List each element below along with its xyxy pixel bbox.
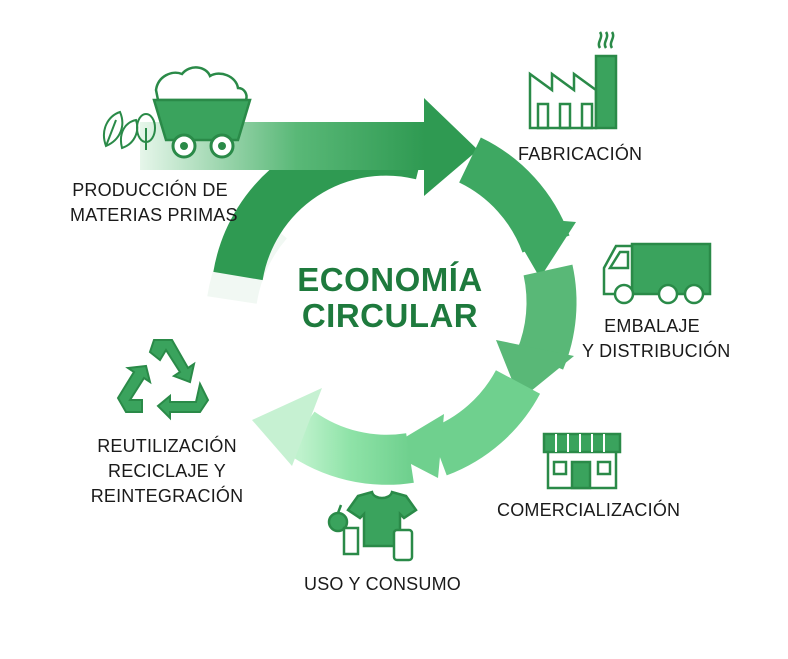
label-comercializacion-line-1: COMERCIALIZACIÓN: [497, 500, 681, 520]
arrowhead-embalaje: [504, 216, 576, 278]
recycle-icon: [116, 339, 210, 421]
label-fabricacion-line-1: FABRICACIÓN: [518, 144, 643, 164]
label-produccion-line-2: MATERIAS PRIMAS: [70, 205, 238, 225]
title-line-1: ECONOMÍA: [297, 261, 483, 298]
label-comercializacion: COMERCIALIZACIÓN: [497, 498, 680, 523]
label-reutilizacion: REUTILIZACIÓN RECICLAJE Y REINTEGRACIÓN: [82, 434, 252, 509]
label-embalaje: EMBALAJE Y DISTRIBUCIÓN: [582, 314, 731, 364]
diagram-title: ECONOMÍA CIRCULAR: [270, 262, 510, 334]
store-icon: [542, 432, 622, 490]
arrowhead-reutilizacion: [252, 388, 322, 466]
label-embalaje-line-2: Y DISTRIBUCIÓN: [582, 341, 731, 361]
arc-embalaje: [516, 264, 577, 370]
label-produccion: PRODUCCIÓN DE MATERIAS PRIMAS: [70, 178, 238, 228]
arc-comercializacion: [428, 369, 541, 476]
consumer-goods-icon: [327, 490, 418, 562]
truck-icon: [602, 242, 712, 305]
arc-uso: [285, 411, 414, 485]
label-uso: USO Y CONSUMO: [304, 572, 461, 597]
leaf-icon: [102, 110, 156, 150]
label-uso-line-1: USO Y CONSUMO: [304, 574, 461, 594]
label-reutilizacion-line-1: REUTILIZACIÓN: [97, 436, 237, 456]
label-embalaje-line-1: EMBALAJE: [604, 316, 700, 336]
label-reutilizacion-line-2: RECICLAJE Y: [108, 461, 226, 481]
arrowhead-uso: [384, 414, 444, 478]
cycle-arrows: [140, 98, 577, 485]
arrowhead-fabricacion: [424, 98, 478, 196]
label-produccion-line-1: PRODUCCIÓN DE: [72, 180, 228, 200]
label-reutilizacion-line-3: REINTEGRACIÓN: [90, 486, 244, 506]
label-fabricacion: FABRICACIÓN: [518, 142, 642, 167]
factory-icon: [528, 31, 618, 130]
title-line-2: CIRCULAR: [301, 297, 479, 334]
mine-cart-icon: [102, 66, 252, 159]
